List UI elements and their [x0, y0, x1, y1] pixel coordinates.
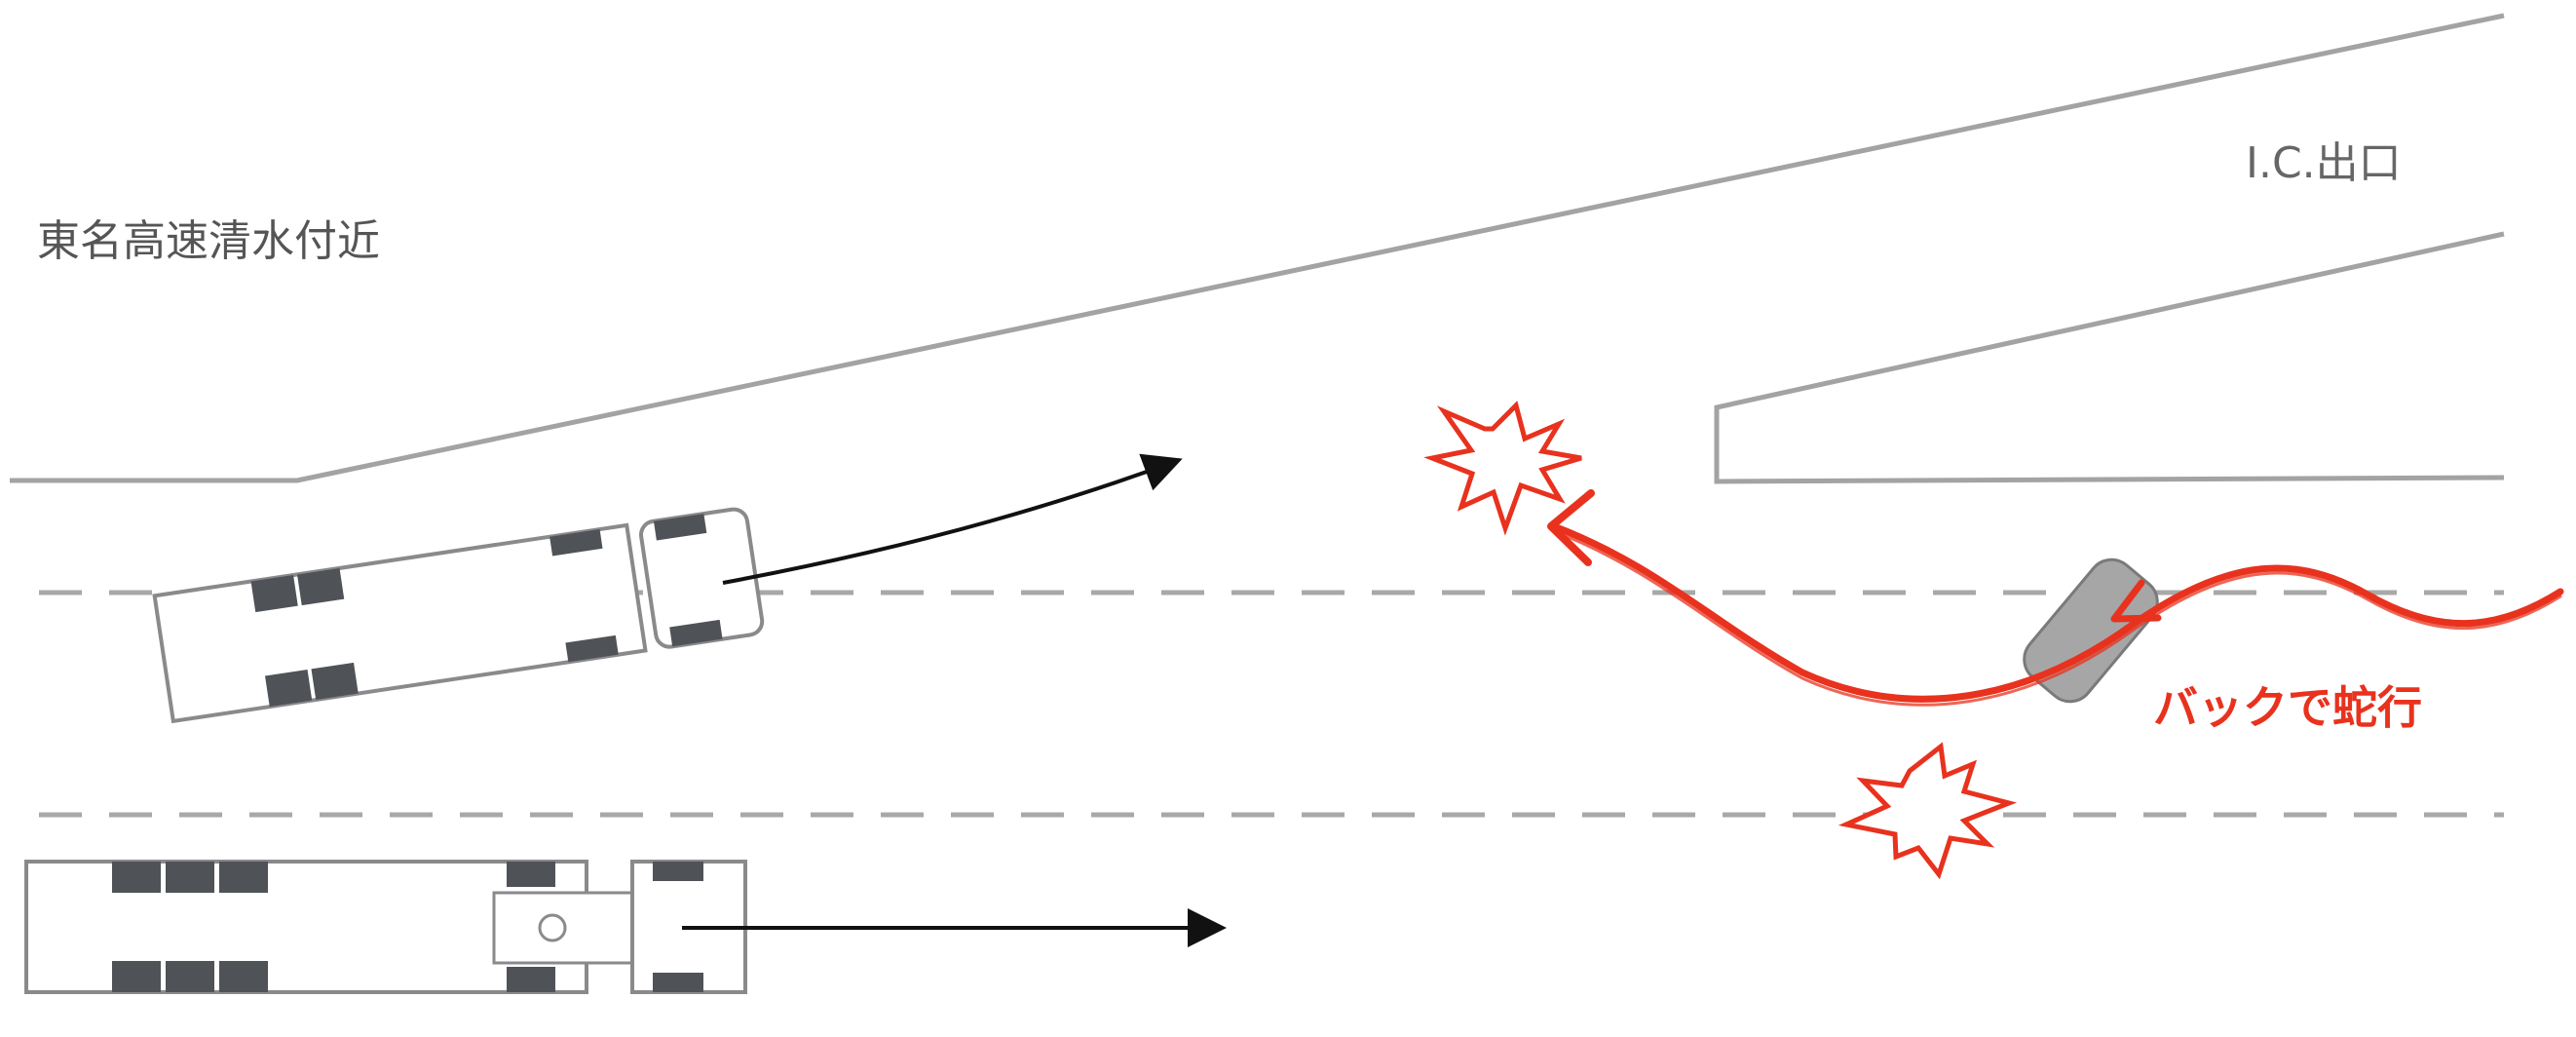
fifth-wheel	[538, 913, 567, 942]
truck-tires	[250, 514, 723, 708]
car-tail-arrowhead	[2110, 579, 2162, 623]
location-label: 東名高速清水付近	[37, 216, 380, 266]
reverse-path-arrow	[1547, 489, 2564, 707]
semi-truck	[24, 860, 747, 994]
reverse-path-main	[1550, 522, 2564, 703]
action-label: バックで蛇行	[2153, 681, 2422, 734]
highway-upper-edge	[10, 13, 2505, 483]
exit-label: I.C.出口	[2246, 138, 2402, 188]
starburst-icon	[1837, 742, 2018, 880]
reverse-arrowhead	[1547, 489, 1595, 566]
semi-tires	[112, 862, 703, 992]
truck-trailer	[152, 522, 648, 724]
exit-ramp-edge	[1714, 231, 2505, 484]
car-body	[2023, 557, 2159, 704]
reverse-path-brush	[1552, 529, 2562, 707]
swerving-truck	[152, 507, 765, 724]
road-edges	[10, 13, 2505, 484]
reversing-car	[2023, 557, 2159, 704]
starburst-icon	[1423, 401, 1582, 536]
truck-swerve-arrow	[722, 453, 1183, 585]
